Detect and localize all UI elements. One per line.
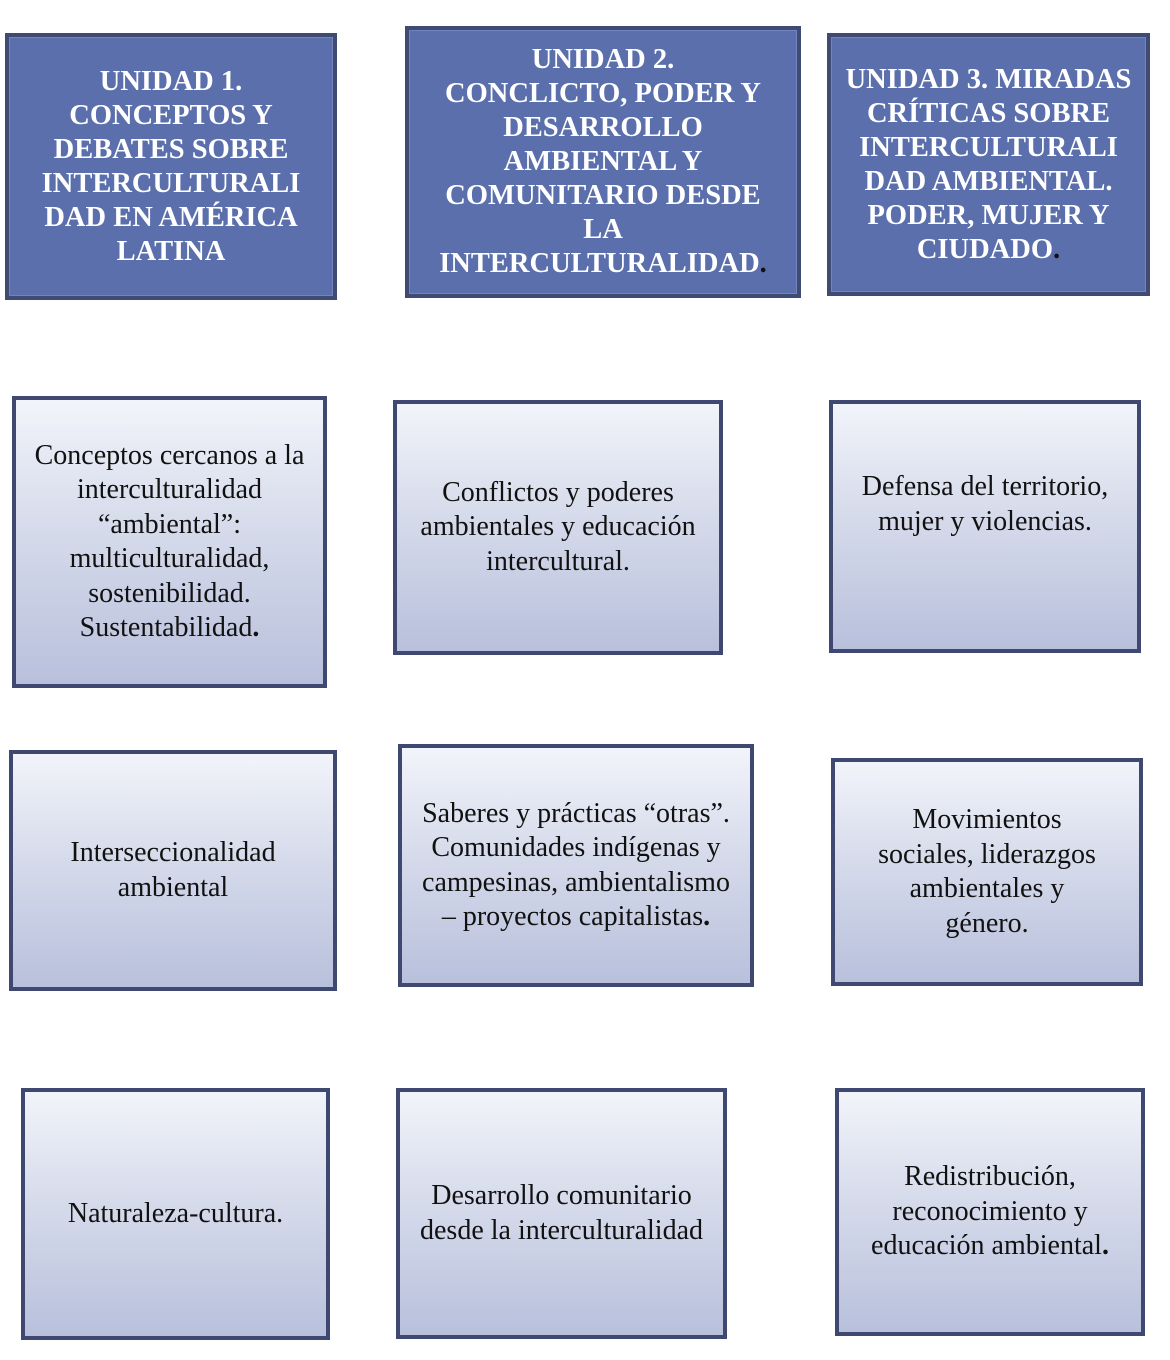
unit-1-box: UNIDAD 1. CONCEPTOS Y DEBATES SOBRE INTE…	[5, 33, 337, 300]
topic-box-2-1: Conflictos y poderes ambientales y educa…	[393, 400, 723, 655]
topic-text-1-1: Conceptos cercanos a la interculturalida…	[34, 439, 305, 644]
topic-box-1-2: Interseccionalidad ambiental	[9, 750, 337, 991]
topic-box-1-1: Conceptos cercanos a la interculturalida…	[12, 396, 327, 688]
topic-box-3-2: Movimientos sociales, liderazgos ambient…	[831, 758, 1143, 986]
unit-1-title: UNIDAD 1. CONCEPTOS Y DEBATES SOBRE INTE…	[41, 65, 301, 267]
topic-text-2-2: Saberes y prácticas “otras”. Comunidades…	[422, 797, 730, 933]
topic-box-3-1: Defensa del territorio, mujer y violenci…	[829, 400, 1141, 653]
unit-3-box: UNIDAD 3. MIRADAS CRÍTICAS SOBRE INTERCU…	[827, 33, 1150, 296]
topic-text-3-2: Movimientos sociales, liderazgos ambient…	[878, 804, 1096, 939]
unit-2-box: UNIDAD 2. CONCLICTO, PODER Y DESARROLLO …	[405, 26, 801, 298]
topic-box-2-2: Saberes y prácticas “otras”. Comunidades…	[398, 744, 754, 987]
topic-text-2-3: Desarrollo comunitario desde la intercul…	[420, 1180, 703, 1246]
topic-text-2-1: Conflictos y poderes ambientales y educa…	[420, 476, 696, 577]
topic-box-1-3: Naturaleza-cultura.	[21, 1088, 330, 1340]
topic-box-2-3: Desarrollo comunitario desde la intercul…	[396, 1088, 727, 1339]
topic-box-3-3: Redistribución, reconocimiento y educaci…	[835, 1088, 1145, 1336]
topic-text-1-2: Interseccionalidad ambiental	[70, 837, 276, 903]
topic-text-3-1: Defensa del territorio, mujer y violenci…	[861, 471, 1109, 537]
topic-text-1-3: Naturaleza-cultura.	[67, 1197, 284, 1229]
unit-2-title: UNIDAD 2. CONCLICTO, PODER Y DESARROLLO …	[439, 44, 767, 279]
topic-text-3-3: Redistribución, reconocimiento y educaci…	[871, 1161, 1109, 1262]
unit-3-title: UNIDAD 3. MIRADAS CRÍTICAS SOBRE INTERCU…	[845, 63, 1132, 265]
